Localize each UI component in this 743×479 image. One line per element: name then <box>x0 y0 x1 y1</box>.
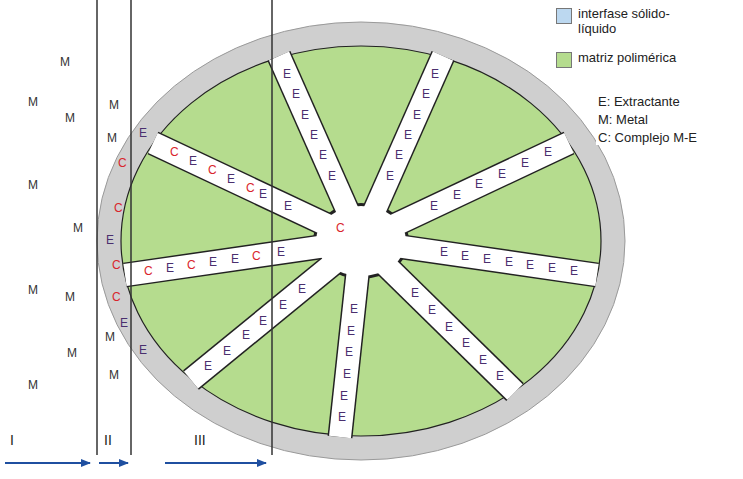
metal-symbol: M <box>109 369 119 382</box>
extractant-symbol: E <box>428 304 436 317</box>
extractant-symbol: E <box>259 315 267 328</box>
extractant-symbol: E <box>386 170 394 183</box>
complex-symbol: C <box>144 265 153 278</box>
zone-boundary <box>97 0 272 455</box>
extractant-symbol: E <box>343 368 351 381</box>
complex-symbol: C <box>252 250 261 263</box>
extractant-symbol: E <box>106 234 114 247</box>
legend-note: E: Extractante <box>596 94 682 109</box>
zone-label: III <box>194 433 206 448</box>
extractant-symbol: E <box>166 262 174 275</box>
extractant-symbol: E <box>445 321 453 334</box>
complex-symbol: C <box>208 164 217 177</box>
legend-swatch <box>556 8 572 24</box>
extractant-symbol: E <box>189 155 197 168</box>
metal-symbol: M <box>73 222 83 235</box>
extractant-symbol: E <box>526 259 534 272</box>
metal-symbol: M <box>28 179 38 192</box>
extractant-symbol: E <box>544 146 552 159</box>
extractant-symbol: E <box>298 283 306 296</box>
extractant-symbol: E <box>453 189 461 202</box>
extractant-symbol: E <box>570 265 578 278</box>
metal-symbol: M <box>28 379 38 392</box>
extractant-symbol: E <box>411 287 419 300</box>
extractant-symbol: E <box>461 250 469 263</box>
extractant-symbol: E <box>440 246 448 259</box>
extractant-symbol: E <box>483 253 491 266</box>
extractant-symbol: E <box>204 360 212 373</box>
legend-text: interfase sólido-líquido <box>576 6 680 36</box>
extractant-symbol: E <box>338 411 346 424</box>
legend-note: C: Complejo M-E <box>596 130 699 145</box>
complex-symbol: C <box>246 182 255 195</box>
extractant-symbol: E <box>139 127 147 140</box>
zone-label: II <box>104 433 112 448</box>
extractant-symbol: E <box>350 303 358 316</box>
extractant-symbol: E <box>345 346 353 359</box>
extractant-symbol: E <box>279 299 287 312</box>
extractant-symbol: E <box>277 246 285 259</box>
extractant-symbol: E <box>347 325 355 338</box>
extractant-symbol: E <box>209 256 217 269</box>
metal-symbol: M <box>105 331 115 344</box>
extractant-symbol: E <box>284 200 292 213</box>
pore-outline <box>125 56 597 437</box>
extractant-symbol: E <box>413 109 421 122</box>
extractant-symbol: E <box>310 129 318 142</box>
extractant-symbol: E <box>462 337 470 350</box>
extractant-symbol: E <box>479 354 487 367</box>
extractant-symbol: E <box>498 168 506 181</box>
metal-symbol: M <box>28 96 38 109</box>
polymer-matrix <box>121 46 601 436</box>
extractant-symbol: E <box>242 329 250 342</box>
extractant-symbol: E <box>283 68 291 81</box>
extractant-symbol: E <box>292 88 300 101</box>
extractant-symbol: E <box>430 200 438 213</box>
interface-ring <box>97 22 625 460</box>
metal-symbol: M <box>67 347 77 360</box>
zone-label: I <box>10 433 14 448</box>
extractant-symbol: E <box>259 188 267 201</box>
metal-symbol: M <box>65 112 75 125</box>
pore-channel <box>125 56 597 437</box>
extractant-symbol: E <box>395 149 403 162</box>
extractant-symbol: E <box>328 170 336 183</box>
metal-symbol: M <box>107 132 117 145</box>
extractant-symbol: E <box>223 345 231 358</box>
complex-symbol: C <box>114 202 123 215</box>
extractant-symbol: E <box>404 129 412 142</box>
legend-swatch <box>556 52 572 68</box>
metal-symbol: M <box>65 291 75 304</box>
metal-symbol: M <box>28 284 38 297</box>
extractant-symbol: E <box>340 390 348 403</box>
extractant-symbol: E <box>139 344 147 357</box>
complex-symbol: C <box>336 222 345 235</box>
legend-text: matriz polimérica <box>576 50 680 65</box>
extractant-symbol: E <box>319 149 327 162</box>
extractant-symbol: E <box>431 68 439 81</box>
extractant-symbol: E <box>422 88 430 101</box>
metal-symbol: M <box>109 99 119 112</box>
extractant-symbol: E <box>301 109 309 122</box>
extractant-symbol: E <box>227 173 235 186</box>
complex-symbol: C <box>187 259 196 272</box>
extractant-symbol: E <box>505 256 513 269</box>
extractant-symbol: E <box>548 262 556 275</box>
complex-symbol: C <box>112 291 121 304</box>
extractant-symbol: E <box>475 178 483 191</box>
complex-symbol: C <box>118 157 127 170</box>
complex-symbol: C <box>170 146 179 159</box>
zone-arrow <box>5 462 266 464</box>
extractant-symbol: E <box>496 370 504 383</box>
extractant-symbol: E <box>521 157 529 170</box>
metal-symbol: M <box>60 56 70 69</box>
extractant-symbol: E <box>120 317 128 330</box>
complex-symbol: C <box>112 259 121 272</box>
legend-note: M: Metal <box>596 112 650 127</box>
extractant-symbol: E <box>231 253 239 266</box>
